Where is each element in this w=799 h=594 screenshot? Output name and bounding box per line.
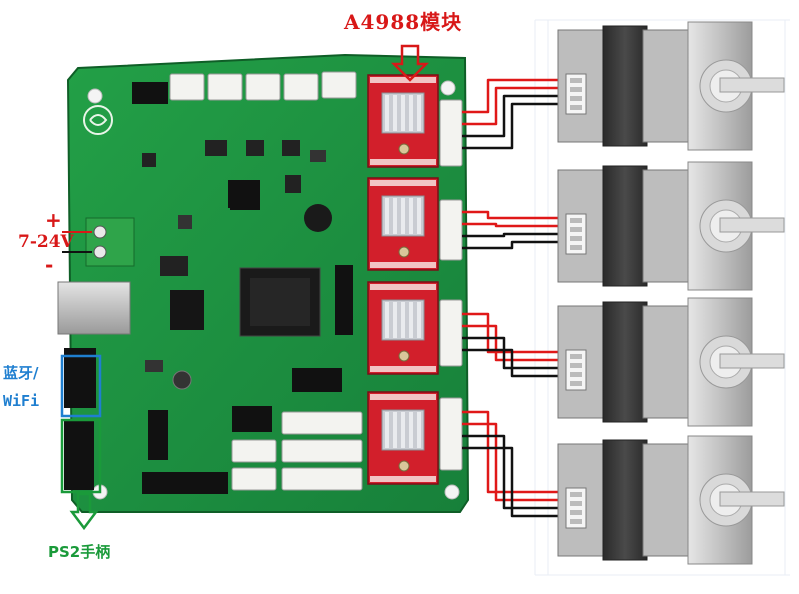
driver-arrow-icon — [390, 44, 430, 82]
bluetooth-label: 蓝牙/ — [3, 364, 39, 382]
stepper-motor-4 — [557, 435, 785, 565]
a4988-driver-1 — [367, 74, 439, 168]
top-connectors — [169, 71, 357, 101]
wire-bundle-2 — [462, 210, 566, 250]
power-terminal — [85, 217, 135, 267]
power-plus-label: + — [45, 208, 62, 232]
wire-bundle-1 — [462, 78, 566, 150]
power-minus-label: - — [45, 253, 54, 277]
usb-port — [57, 281, 131, 335]
stepper-motor-1 — [557, 21, 785, 151]
a4988-driver-2 — [367, 177, 439, 271]
components — [142, 140, 353, 390]
bottom-connectors — [231, 411, 363, 491]
power-voltage-label: 7-24V — [18, 232, 74, 252]
wire-bundle-4 — [462, 410, 566, 518]
stepper-motors — [557, 21, 785, 565]
stepper-motor-2 — [557, 161, 785, 291]
pin-header-top-left — [132, 82, 168, 104]
ps2-highlight-box — [60, 418, 102, 494]
wifi-label: WiFi — [3, 392, 40, 410]
bluetooth-highlight-box — [60, 354, 102, 418]
driver-module-label: A4988模块 — [344, 10, 463, 34]
driver-modules — [367, 74, 439, 485]
wire-bundle-3 — [462, 312, 566, 378]
background-grid — [534, 19, 790, 576]
ps2-arrow-icon — [69, 492, 99, 531]
ps2-controller-label: PS2手柄 — [48, 543, 111, 561]
a4988-driver-4 — [367, 391, 439, 485]
motor-wires — [462, 78, 566, 518]
brand-logo — [83, 105, 113, 135]
stepper-motor-3 — [557, 297, 785, 427]
pcb-right-connectors — [439, 99, 463, 471]
pin-headers — [64, 348, 342, 494]
a4988-driver-3 — [367, 281, 439, 375]
